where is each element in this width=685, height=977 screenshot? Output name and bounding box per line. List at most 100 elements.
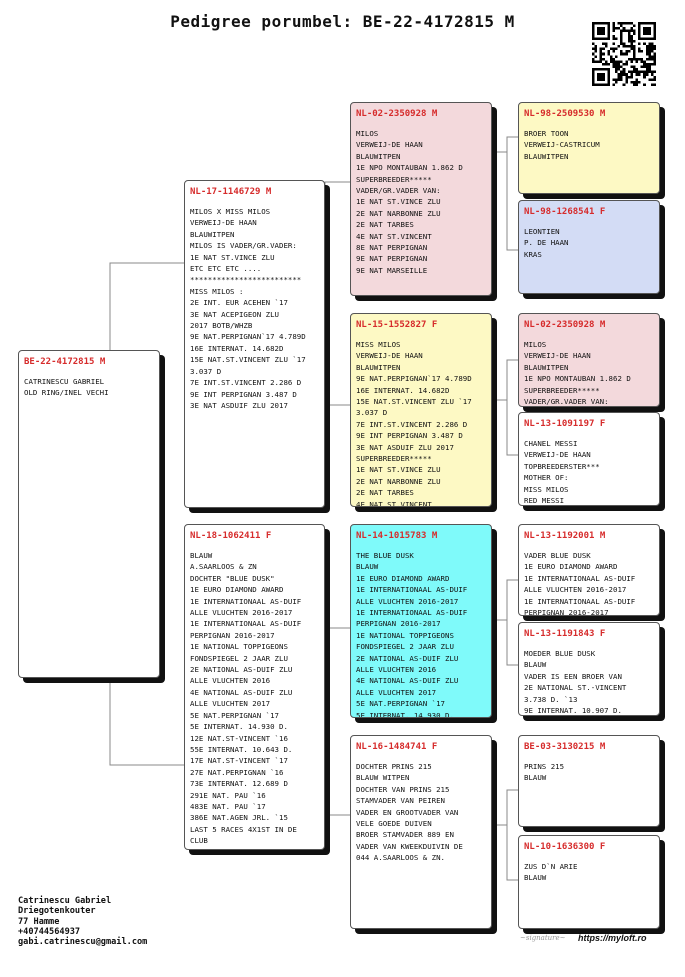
pedigree-line: 044 A.SAARLOOS & ZN.: [356, 853, 445, 863]
pedigree-line: LAST 5 RACES 4X1ST IN DE: [190, 824, 297, 834]
pedigree-line: RED MESSI: [524, 496, 565, 506]
breeder-street: Driegotenkouter: [18, 906, 96, 917]
pedigree-line: 16E INTERNAT. 14.682D: [190, 343, 284, 353]
pedigree-line: 9E NAT.PERPIGNAN`17 4.789D: [356, 374, 472, 384]
ring-number: NL-98-1268541 F: [524, 207, 606, 217]
pedigree-line: 3.037 D: [190, 366, 222, 376]
pedigree-line: THE BLUE DUSK: [356, 551, 414, 560]
pedigree-line: 4E NAT ST.VINCENT: [356, 231, 432, 241]
pedigree-line: 1E NPO MONTAUBAN 1.862 D: [524, 374, 631, 384]
website-link[interactable]: https://myloft.ro: [578, 933, 647, 943]
pedigree-line: 1E NPO MONTAUBAN 1.862 D: [356, 163, 463, 173]
pedigree-line: BLAUW: [524, 660, 547, 670]
pedigree-line: BLAUWITPEN: [356, 151, 401, 161]
ring-number: BE-22-4172815 M: [24, 357, 106, 367]
pedigree-line: 9E NAT.PERPIGNAN`17 4.789D: [190, 332, 306, 342]
pedigree-line: BLAUWITPEN: [524, 151, 569, 161]
pedigree-line: SUPERBREEDER*****: [356, 174, 432, 184]
pedigree-line: BLAUW: [356, 562, 379, 572]
pedigree-line: 15E NAT.ST.VINCENT ZLU `17: [356, 397, 472, 407]
breeder-contact: Catrinescu Gabriel Driegotenkouter 77 Ha…: [18, 896, 147, 947]
pedigree-line: 3.738 D. `13: [524, 694, 578, 704]
pedigree-line: 3E NAT ACEPIGEON ZLU: [190, 309, 279, 319]
pedigree-line: SUPERBREEDER*****: [524, 385, 600, 395]
pedigree-line: 1E INTERNATIONAAL AS-DUIF: [524, 596, 636, 606]
pedigree-line: 17E NAT.ST-VINCENT `17: [190, 756, 288, 766]
pedigree-line: BROER TOON: [524, 129, 569, 138]
pedigree-line: 1E NATIONAL TOPPIGEONS: [190, 642, 288, 652]
pedigree-line: TOPBREEDERSTER***: [524, 461, 600, 471]
pedigree-line: ALLE VLUCHTEN 2016: [190, 676, 271, 686]
breeder-phone: +40744564937: [18, 926, 81, 937]
pedigree-line: *************************: [190, 275, 302, 285]
ring-number: NL-13-1192001 M: [524, 531, 606, 541]
ring-number: NL-98-2509530 M: [524, 109, 606, 119]
pedigree-line: 7E INT.ST.VINCENT 2.286 D: [356, 419, 468, 429]
pedigree-line: 1E NAT ST.VINCE ZLU: [356, 197, 441, 207]
pedigree-line: 2E NAT NARBONNE ZLU: [356, 476, 441, 486]
ring-number: NL-13-1091197 F: [524, 419, 606, 429]
pedigree-line: ALLE VLUCHTEN 2016-2017: [190, 608, 293, 618]
pedigree-line: 27E NAT.PERPIGNAN `16: [190, 767, 284, 777]
pedigree-line: P. DE HAAN: [524, 238, 569, 248]
pedigree-line: VERWEIJ-DE HAAN: [356, 140, 423, 150]
ring-number: NL-02-2350928 M: [356, 109, 438, 119]
pedigree-line: BLAUWITPEN: [356, 362, 401, 372]
pedigree-line: LEONTIEN: [524, 227, 560, 236]
pedigree-line: BLAUW: [524, 773, 547, 783]
pedigree-line: 2E NATIONAL AS-DUIF ZLU: [356, 653, 459, 663]
pedigree-line: SUPERBREEDER*****: [356, 454, 432, 464]
pedigree-line: VERWEIJ-DE HAAN: [190, 218, 257, 228]
pedigree-line: ALLE VLUCHTEN 2017: [190, 699, 271, 709]
pedigree-line: ZUS D`N ARIE: [524, 862, 578, 871]
pedigree-line: CATRINESCU GABRIEL: [24, 377, 105, 386]
pedigree-line: DOCHTER PRINS 215: [356, 762, 432, 771]
ring-number: NL-02-2350928 M: [524, 320, 606, 330]
pedigree-line: A.SAARLOOS & ZN: [190, 562, 257, 572]
pedigree-line: 5E NAT.PERPIGNAN `17: [356, 699, 445, 709]
pedigree-line: MILOS: [356, 129, 379, 138]
pedigree-line: BROER STAMVADER 889 EN: [356, 830, 454, 840]
ring-number: NL-10-1636300 F: [524, 842, 606, 852]
pedigree-line: BLAUWITPEN: [524, 362, 569, 372]
pedigree-line: MILOS IS VADER/GR.VADER:: [190, 241, 297, 251]
pedigree-line: 1E INTERNATIONAAL AS-DUIF: [190, 596, 302, 606]
pedigree-line: VADER EN GROOTVADER VAN: [356, 807, 459, 817]
pedigree-line: VADER/GR.VADER VAN:: [524, 397, 609, 407]
breeder-email: gabi.catrinescu@gmail.com: [18, 937, 148, 948]
pedigree-line: ALLE VLUCHTEN 2016-2017: [524, 585, 627, 595]
pedigree-line: 16E INTERNAT. 14.682D: [356, 385, 450, 395]
pedigree-line: MOEDER BLUE DUSK: [524, 649, 596, 658]
pedigree-line: PRINS 215: [524, 762, 565, 771]
ring-number: NL-13-1191843 F: [524, 629, 606, 639]
page-title: Pedigree porumbel: BE-22-4172815 M: [170, 12, 515, 31]
pedigree-line: 1E INTERNATIONAAL AS-DUIF: [524, 573, 636, 583]
pedigree-line: DOCHTER VAN PRINS 215: [356, 784, 450, 794]
pedigree-line: PERPIGNAN 2016-2017: [356, 619, 441, 629]
pedigree-line: 9E INTERNAT. 10.907 D.: [524, 706, 622, 716]
pedigree-line: MILOS: [524, 340, 547, 349]
pedigree-line: 12E NAT.ST-VINCENT `16: [190, 733, 288, 743]
pedigree-line: 4E NATIONAL AS-DUIF ZLU: [190, 687, 293, 697]
pedigree-line: FONDSPIEGEL 2 JAAR ZLU: [356, 642, 454, 652]
ring-number: BE-03-3130215 M: [524, 742, 606, 752]
pedigree-line: KRAS: [524, 249, 542, 259]
pedigree-line: CHANEL MESSI: [524, 439, 578, 448]
pedigree-line: 1E EURO DIAMOND AWARD: [190, 585, 284, 595]
ring-number: NL-15-1552827 F: [356, 320, 438, 330]
pedigree-line: 2E NATIONAL AS-DUIF ZLU: [190, 665, 293, 675]
pedigree-line: VERWEIJ-DE HAAN: [356, 351, 423, 361]
